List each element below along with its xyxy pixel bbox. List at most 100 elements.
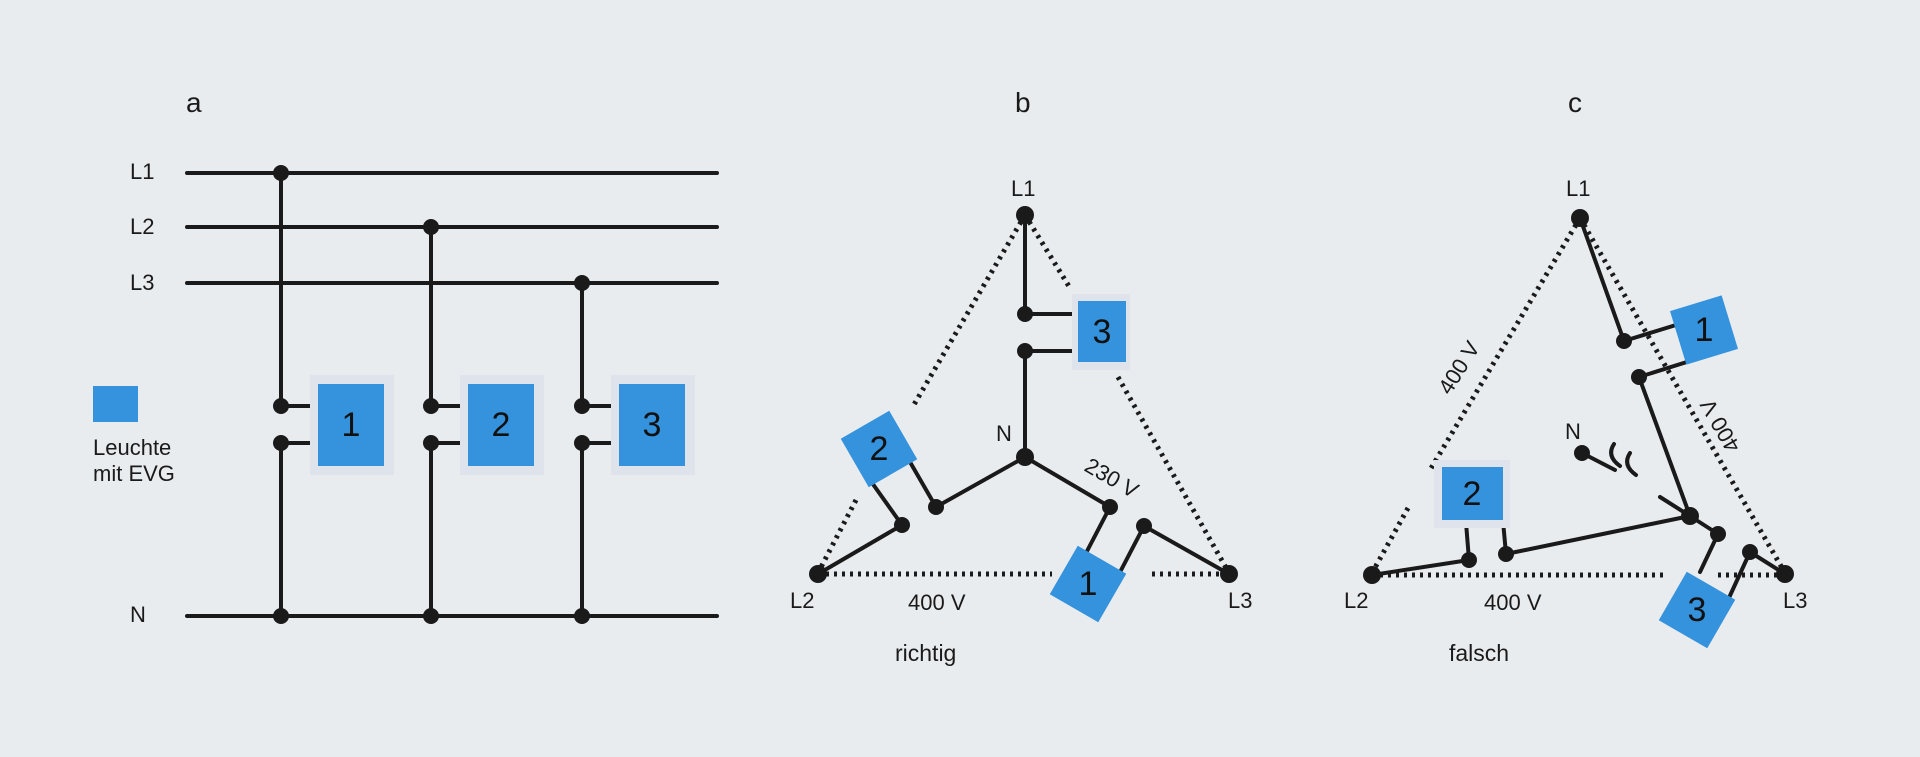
phase-label-l3: L3 <box>130 270 154 295</box>
lamp-number-2: 2 <box>870 430 889 468</box>
break-mark <box>1625 451 1638 477</box>
lamp-number-3: 3 <box>1688 591 1707 629</box>
lamp-1-group: 1 <box>1049 545 1127 623</box>
node-l1 <box>1016 206 1034 224</box>
panel-c-label: c <box>1568 87 1582 118</box>
junction-node <box>1017 306 1033 322</box>
node-l2 <box>809 565 827 583</box>
junction-node <box>1102 499 1118 515</box>
legend-lamp-swatch <box>93 386 138 422</box>
wire <box>1578 216 1626 343</box>
break-mark <box>1609 442 1622 468</box>
junction-node <box>1681 507 1699 525</box>
lamp-lead <box>868 478 904 527</box>
lamp-lead <box>1083 505 1112 557</box>
junction-node <box>894 517 910 533</box>
neutral-label: N <box>130 602 146 627</box>
legend-text-line1: Leuchte <box>93 435 171 460</box>
junction-node <box>423 608 439 624</box>
label-l3: L3 <box>1228 588 1252 613</box>
panel-b-label: b <box>1015 87 1031 118</box>
lamp-lead <box>908 460 938 509</box>
label-n: N <box>1565 419 1581 444</box>
wire <box>934 455 1027 509</box>
lamp-box-3 <box>1658 571 1736 649</box>
junction-node <box>423 219 439 235</box>
voltage-label-left: 400 V <box>1433 336 1485 398</box>
voltage-label-bottom: 400 V <box>1484 590 1542 615</box>
lamp-number-3: 3 <box>643 406 662 444</box>
lamp-lead <box>1726 550 1752 602</box>
junction-node <box>1017 343 1033 359</box>
node-n <box>1016 448 1034 466</box>
lamp-lead <box>1116 524 1146 578</box>
lamp-3-group: 3 <box>1658 571 1736 649</box>
lamp-box-2 <box>840 410 918 488</box>
junction-node <box>1710 526 1726 542</box>
lamp-box-1 <box>1049 545 1127 623</box>
junction-node <box>574 398 590 414</box>
label-l2: L2 <box>790 588 814 613</box>
lamp-box-2 <box>1442 467 1503 520</box>
lamp-box-3 <box>619 384 685 466</box>
wire <box>1142 524 1231 576</box>
lamp-box-1 <box>1669 295 1739 365</box>
junction-node <box>273 435 289 451</box>
junction-node <box>273 608 289 624</box>
caption-richtig: richtig <box>895 640 956 666</box>
lamp-number-3: 3 <box>1093 313 1112 351</box>
junction-node <box>574 608 590 624</box>
node-n <box>1574 445 1590 461</box>
lamp-number-1: 1 <box>1079 565 1098 603</box>
panel-a-label: a <box>186 87 202 118</box>
panel-a: a L1 L2 L3 N 1 <box>93 87 719 627</box>
node-l2 <box>1363 566 1381 584</box>
label-l2: L2 <box>1344 588 1368 613</box>
lamp-number-1: 1 <box>342 406 361 444</box>
junction-node <box>1616 333 1632 349</box>
dotted-edge-l1-l3 <box>1115 375 1232 575</box>
lamp-box-1 <box>318 384 384 466</box>
wire <box>1023 455 1112 509</box>
dotted-edge-l1-l2 <box>815 498 859 575</box>
legend: Leuchte mit EVG <box>93 386 175 486</box>
panel-b: b 3 <box>790 87 1252 666</box>
lamp-number-2: 2 <box>1463 475 1482 513</box>
phase-label-l1: L1 <box>130 159 154 184</box>
caption-falsch: falsch <box>1449 640 1509 666</box>
branch-2: 2 <box>423 219 544 624</box>
junction-node <box>273 165 289 181</box>
label-n: N <box>996 421 1012 446</box>
junction-node <box>1136 518 1152 534</box>
wire <box>1504 514 1692 556</box>
dotted-edge-l1-l2 <box>1427 216 1583 472</box>
junction-node <box>1742 544 1758 560</box>
lamp-box-2 <box>468 384 534 466</box>
lamp-lead <box>1637 359 1692 379</box>
lamp-1-group: 1 <box>1669 295 1739 365</box>
lamp-lead <box>1622 323 1678 343</box>
wire <box>1637 375 1692 518</box>
node-l3 <box>1776 565 1794 583</box>
branch-1: 1 <box>273 165 394 624</box>
wire <box>1370 558 1471 577</box>
branch-3: 3 <box>574 275 695 624</box>
voltage-label-400v: 400 V <box>908 590 966 615</box>
junction-node <box>423 435 439 451</box>
node-l1 <box>1571 209 1589 227</box>
lamp-2-group: 2 <box>840 410 918 488</box>
wire <box>816 523 904 576</box>
dotted-edge-l1-l2 <box>1369 506 1411 575</box>
lamp-number-2: 2 <box>492 406 511 444</box>
junction-node <box>928 499 944 515</box>
label-l3: L3 <box>1783 588 1807 613</box>
junction-node <box>273 398 289 414</box>
label-l1: L1 <box>1566 176 1590 201</box>
junction-node <box>1631 369 1647 385</box>
junction-node <box>574 435 590 451</box>
junction-node <box>1498 546 1514 562</box>
junction-node <box>574 275 590 291</box>
panel-c: c <box>1344 87 1807 666</box>
